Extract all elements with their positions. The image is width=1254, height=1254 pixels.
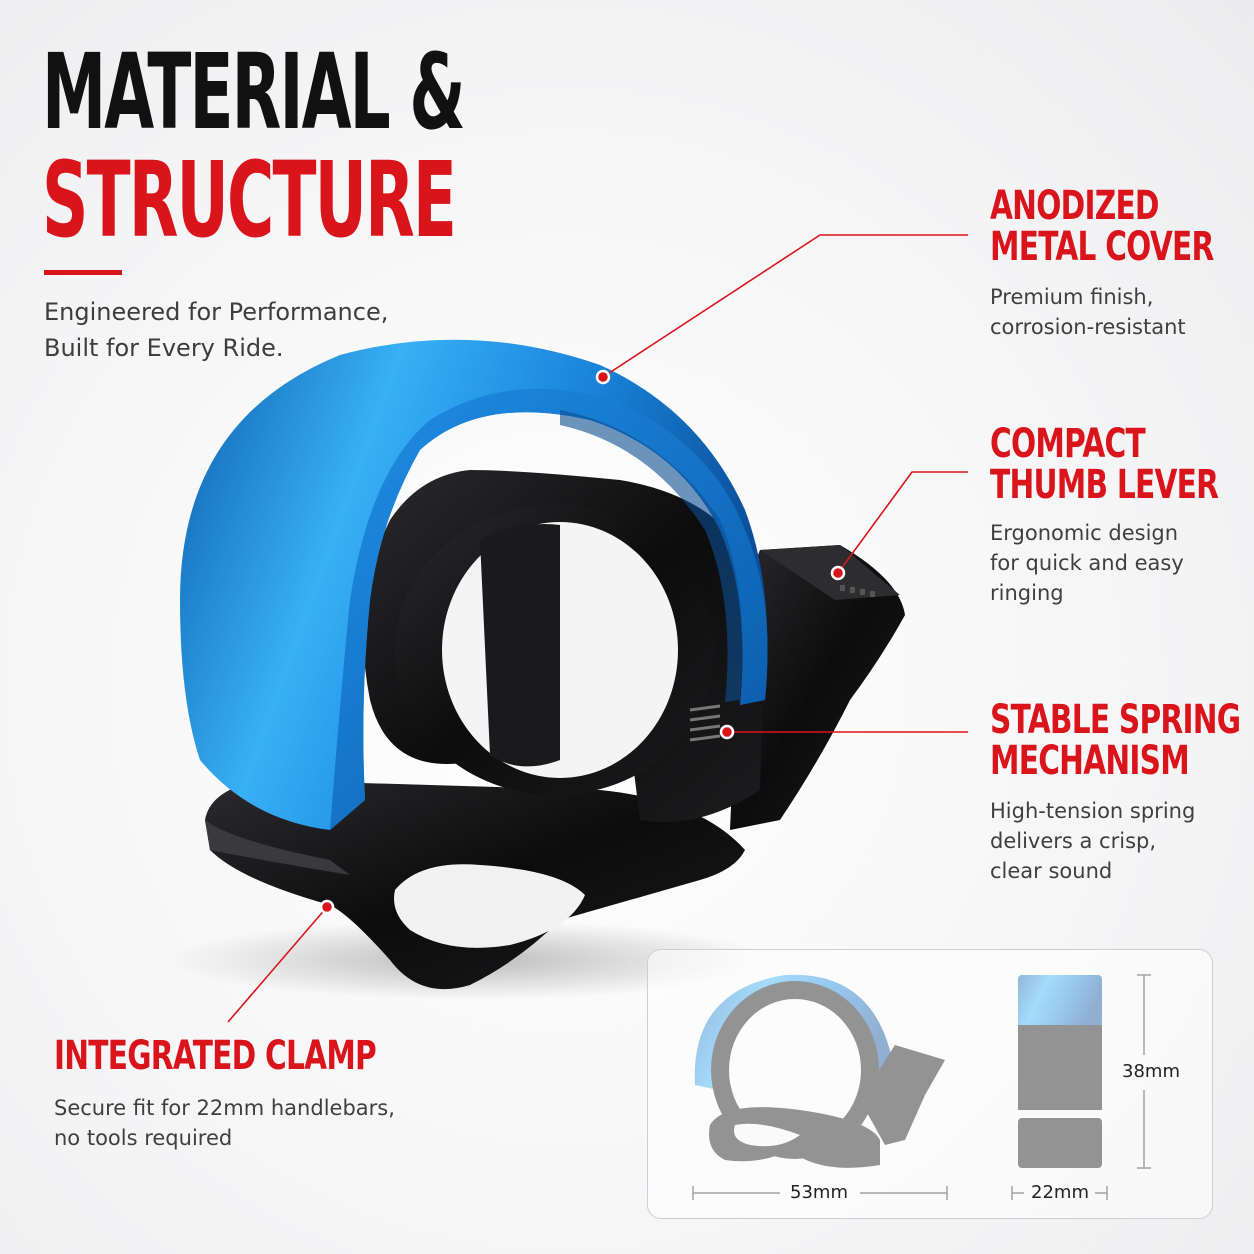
- callout-title: ANODIZED METAL COVER: [990, 183, 1214, 270]
- dimension-depth: 22mm: [1031, 1182, 1089, 1203]
- dimension-width: 53mm: [790, 1182, 848, 1203]
- dimension-height: 38mm: [1122, 1061, 1180, 1082]
- headline-line-2: STRUCTURE: [42, 139, 457, 261]
- thumb-lever: [730, 545, 905, 830]
- callout-description: Ergonomic design for quick and easy ring…: [990, 521, 1184, 605]
- spring-coils: [689, 704, 721, 742]
- callout-title: STABLE SPRING MECHANISM: [990, 697, 1241, 784]
- callout-integrated-clamp: INTEGRATED CLAMP Secure fit for 22mm han…: [54, 1036, 489, 1153]
- callout-description: High-tension spring delivers a crisp, cl…: [990, 799, 1196, 883]
- callout-title: INTEGRATED CLAMP: [54, 1033, 377, 1079]
- callout-title: COMPACT THUMB LEVER: [990, 421, 1219, 508]
- accent-rule: [44, 270, 122, 275]
- bell-body: [363, 470, 765, 822]
- tagline-line-2: Built for Every Ride.: [44, 334, 284, 362]
- callout-anodized-cover: ANODIZED METAL COVER Premium finish, cor…: [990, 186, 1254, 342]
- callout-description: Secure fit for 22mm handlebars, no tools…: [54, 1096, 395, 1150]
- callout-spring-mechanism: STABLE SPRING MECHANISM High-tension spr…: [990, 700, 1254, 886]
- dimensions-panel: [647, 949, 1213, 1219]
- leader-lines: [227, 234, 968, 1023]
- headline-line-1: MATERIAL &: [42, 31, 466, 153]
- tagline: Engineered for Performance, Built for Ev…: [44, 294, 464, 366]
- clamp-base: [205, 780, 745, 990]
- callout-description: Premium finish, corrosion-resistant: [990, 285, 1186, 339]
- callout-thumb-lever: COMPACT THUMB LEVER Ergonomic design for…: [990, 424, 1254, 608]
- callout-dots: [319, 369, 846, 915]
- tagline-line-1: Engineered for Performance,: [44, 298, 389, 326]
- anodized-cover: [180, 339, 768, 830]
